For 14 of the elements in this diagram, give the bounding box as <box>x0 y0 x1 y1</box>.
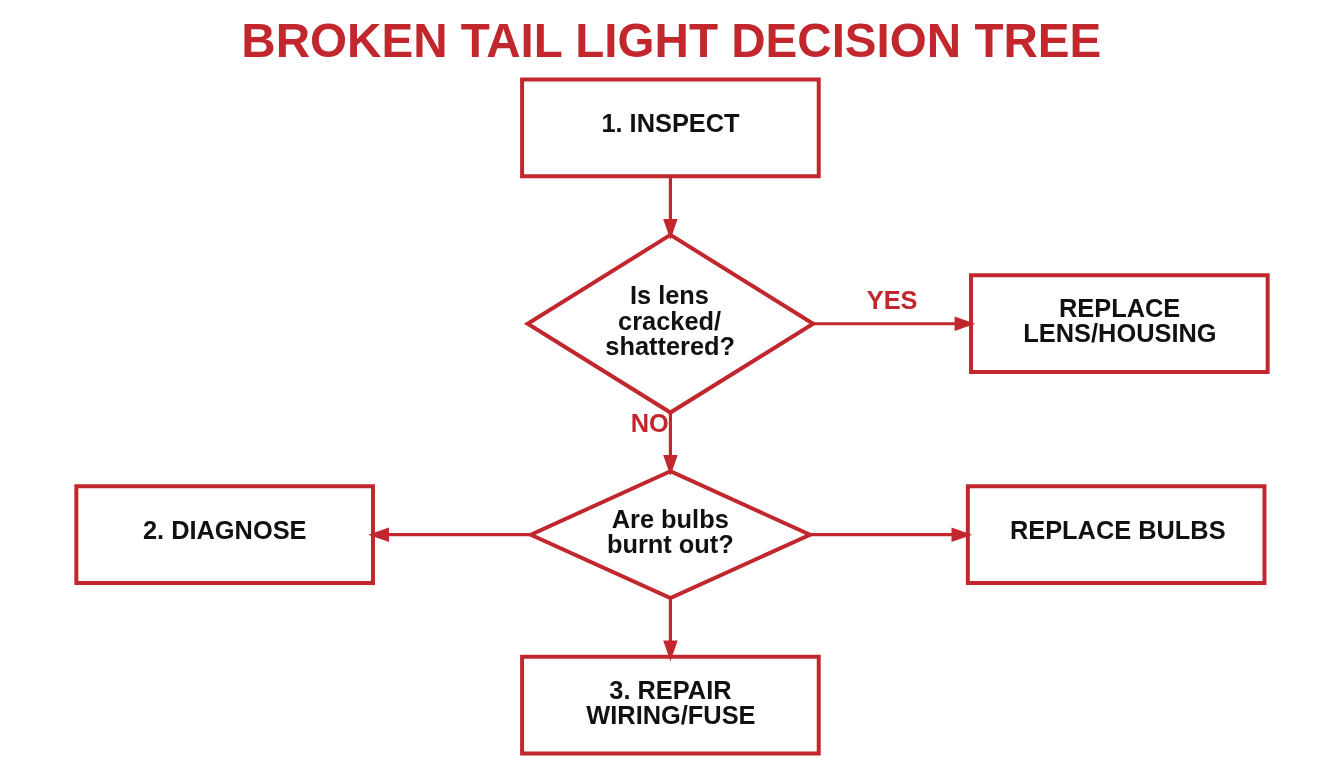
node-box: 1. INSPECT <box>520 77 821 179</box>
arrow <box>663 598 678 662</box>
node-box: 2. DIAGNOSE <box>74 484 375 586</box>
arrow <box>813 316 976 331</box>
diagram-title: BROKEN TAIL LIGHT DECISION TREE <box>241 14 1102 68</box>
arrow <box>368 527 531 542</box>
edge-label: YES <box>866 286 918 315</box>
node-box: 3. REPAIR WIRING/FUSE <box>520 654 821 756</box>
arrow <box>663 176 678 240</box>
node-box: REPLACE BULBS <box>965 484 1267 586</box>
node-diamond: Is lens cracked/ shattered? <box>523 232 817 415</box>
node-box: REPLACE LENS/HOUSING <box>969 273 1270 375</box>
arrow <box>810 527 973 542</box>
arrow <box>663 412 678 476</box>
